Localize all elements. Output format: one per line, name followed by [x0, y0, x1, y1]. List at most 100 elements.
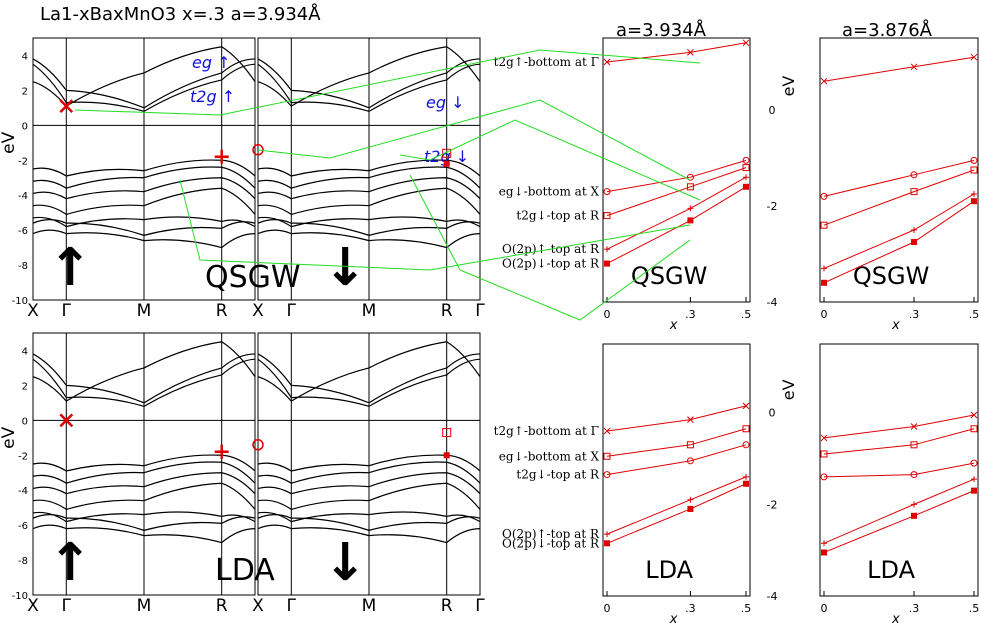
series-line: [606, 476, 747, 535]
qsgw-y-axis-label: eV: [0, 131, 19, 153]
connector-line: [74, 49, 701, 116]
lda-ytick-label: -8: [18, 556, 28, 567]
series-line: [606, 428, 747, 457]
qsgw-up-band-curve: [32, 216, 256, 228]
xdep-method-label: QSGW: [853, 262, 929, 290]
data-point: [910, 441, 918, 449]
data-point: [742, 425, 750, 433]
figure-title: La1-xBaxMnO3 x=.3 a=3.934Å: [40, 4, 321, 25]
lda-dn-band-curve: [257, 472, 481, 495]
series-line: [606, 483, 747, 544]
kpoint-label: Γ: [62, 301, 72, 321]
xdep-xtick-label: .5: [741, 308, 752, 321]
data-point: [820, 221, 828, 229]
qsgw-dn-band-curve: [257, 219, 481, 236]
series-line: [606, 444, 747, 476]
lda-up-band-curve: [32, 454, 256, 472]
xdep-x-axis-label: x: [891, 318, 900, 333]
series-line: [606, 167, 747, 217]
data-point: [687, 205, 694, 212]
xdep-xtick-label: .5: [969, 602, 980, 615]
connector-line: [257, 99, 691, 181]
xdep-xtick-label: 0: [604, 308, 611, 321]
series-label: eg↓-bottom at X: [499, 185, 600, 199]
data-point: [687, 49, 694, 56]
lda-y-axis-label: eV: [0, 426, 19, 448]
data-point: [603, 452, 611, 460]
data-point: [820, 192, 828, 200]
data-point: [910, 188, 918, 196]
data-point: [970, 411, 978, 419]
xdep-panel-frame: [819, 343, 979, 597]
qsgw-dn-band-curve: [257, 159, 481, 177]
qsgw-ytick-label: -10: [12, 296, 28, 307]
lda-dn-band-curve: [257, 524, 481, 544]
data-point: [911, 227, 917, 233]
t2g-up-annotation: t2g ↑: [190, 87, 235, 106]
data-point: [910, 63, 918, 71]
data-point: [970, 459, 978, 467]
lda-up-band-curve: [32, 524, 256, 544]
spin-down-arrow: ↓: [323, 533, 367, 593]
x-circle-marker: [252, 439, 264, 451]
qsgw-up-band-curve: [32, 187, 256, 216]
qsgw-ytick-label: 2: [22, 86, 28, 97]
data-point: [910, 471, 918, 479]
data-point: [821, 265, 827, 272]
lda-dn-band-curve: [257, 341, 481, 402]
data-point: [603, 427, 611, 435]
qsgw-up-band-curve: [32, 46, 256, 107]
data-point: [910, 171, 918, 179]
lda-dn-band-curve: [257, 353, 481, 404]
data-point: [743, 473, 749, 480]
kpoint-label: M: [362, 596, 377, 616]
gamma-cross-marker: [59, 99, 74, 114]
data-point: [686, 173, 694, 181]
xdep-ytick-label: 0: [769, 407, 776, 420]
lda-up-band-curve: [32, 358, 256, 408]
data-point: [604, 540, 610, 547]
lda-ytick-label: 0: [22, 416, 28, 427]
series-line: [823, 490, 975, 553]
xdep-ytick-label: -4: [767, 296, 778, 309]
data-point: [687, 217, 694, 224]
qsgw-ytick-label: 0: [22, 121, 28, 132]
spin-up-arrow: ↑: [48, 238, 92, 298]
column-title-3934: a=3.934Å: [616, 20, 706, 41]
xdep-xtick-label: 0: [604, 602, 611, 615]
lda-up-band-curve: [32, 461, 256, 484]
series-line: [606, 159, 747, 193]
qsgw-up-band-curve: [32, 58, 256, 109]
data-point: [687, 496, 694, 503]
xdep-method-label: QSGW: [631, 262, 707, 290]
r-filled-square-marker: [443, 452, 450, 459]
kpoint-label: R: [216, 301, 228, 321]
xdep-xtick-label: .5: [741, 602, 752, 615]
spin-down-arrow: ↓: [323, 238, 367, 298]
data-point: [821, 540, 827, 547]
data-point: [820, 450, 828, 458]
kpoint-label: M: [137, 596, 152, 616]
qsgw-ytick-label: -2: [18, 156, 28, 167]
lda-dn-band-curve: [257, 454, 481, 472]
data-point: [742, 402, 750, 410]
qsgw-up-band-curve: [32, 159, 256, 177]
qsgw-ytick-label: 4: [22, 51, 28, 62]
data-point: [821, 549, 827, 556]
xdep-panel-frame: [819, 37, 979, 303]
lda-dn-band-curve: [257, 514, 481, 531]
data-point: [742, 156, 750, 164]
data-point: [971, 198, 977, 205]
connector-line: [399, 119, 701, 201]
data-point: [603, 188, 611, 196]
xdep-xtick-label: .3: [685, 602, 696, 615]
xdep-panel-frame: [602, 37, 751, 303]
data-point: [911, 512, 917, 519]
xdep-xtick-label: .3: [909, 602, 920, 615]
series-line: [823, 462, 975, 478]
data-point: [604, 531, 610, 538]
qsgw-ytick-label: -4: [18, 191, 28, 202]
data-point: [603, 58, 611, 66]
xdep-ytick-label: -4: [767, 590, 778, 603]
